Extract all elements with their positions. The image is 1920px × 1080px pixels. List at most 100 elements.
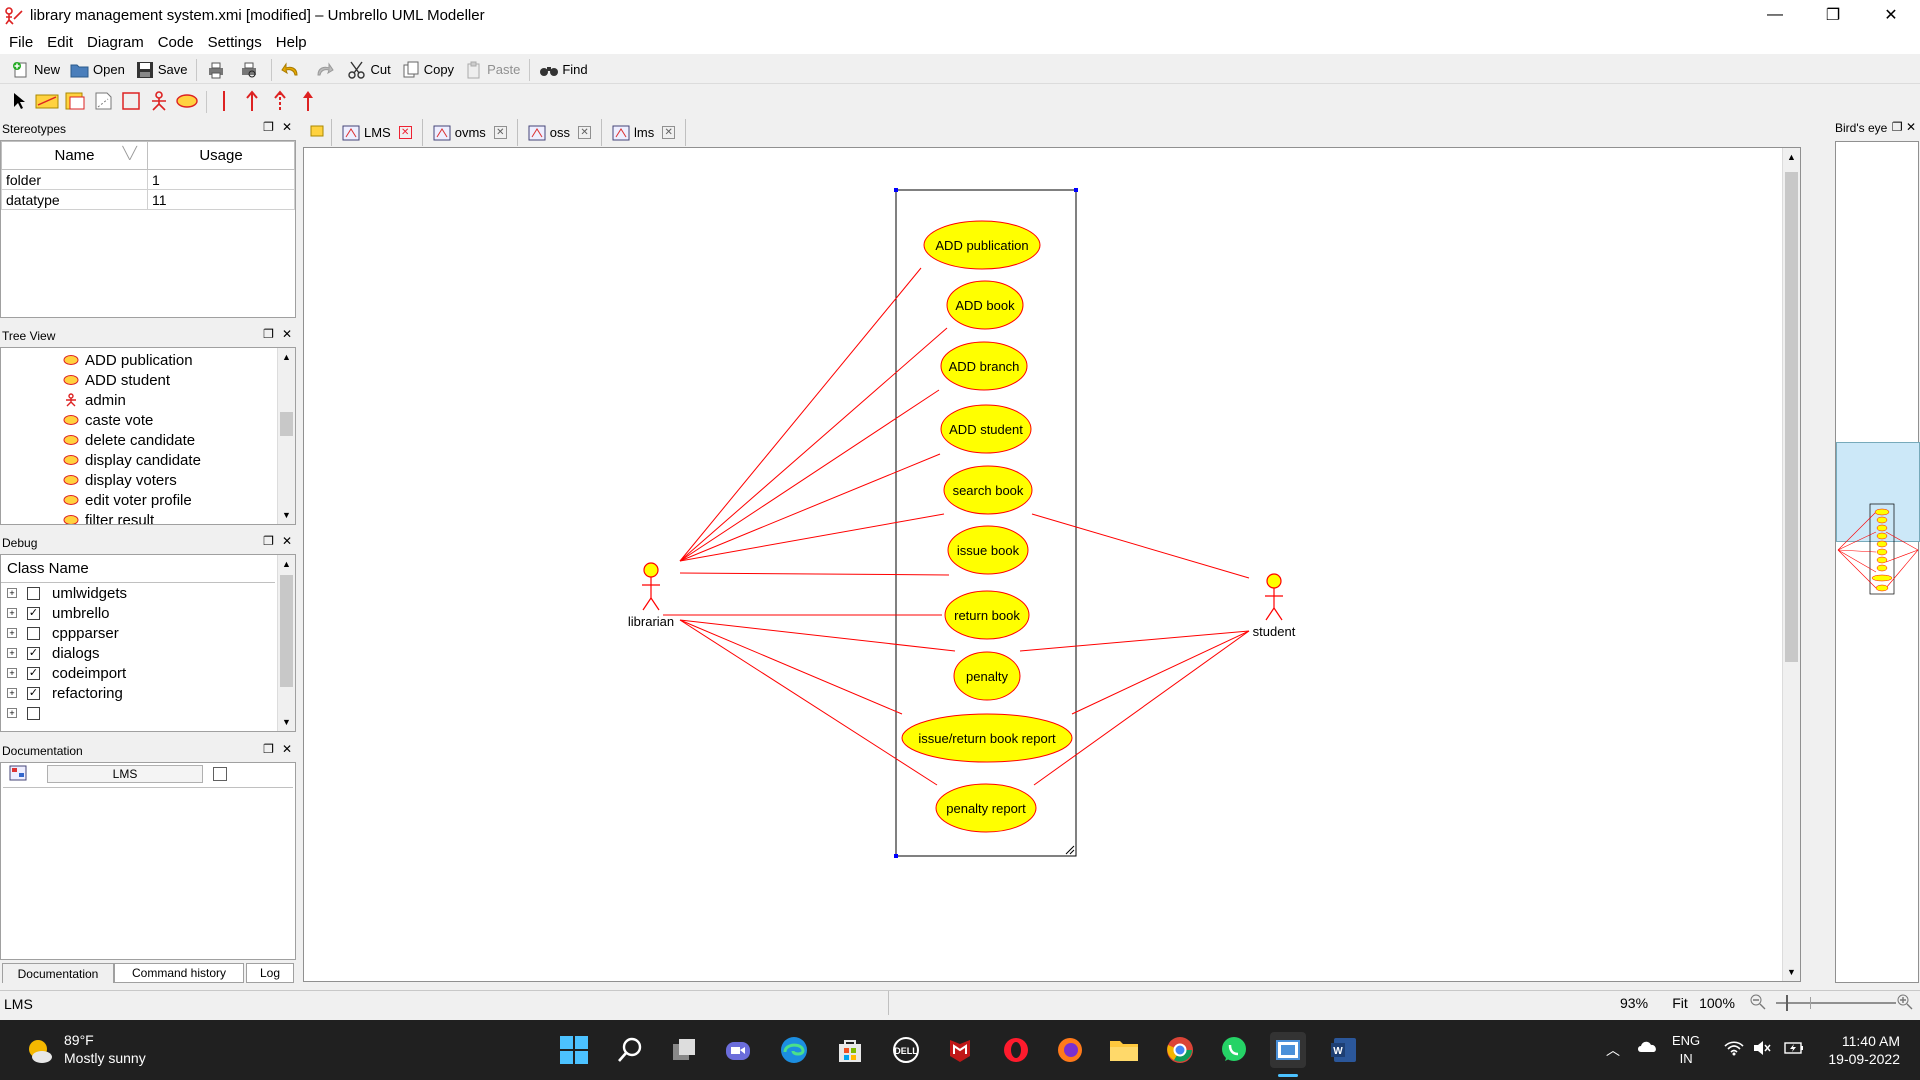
boundary-tool[interactable] xyxy=(118,89,144,115)
usecase-search-book[interactable] xyxy=(943,465,1033,515)
new-diagram-menu-button[interactable] xyxy=(302,119,332,146)
tree-scrollbar[interactable]: ▲ ▼ xyxy=(277,348,295,524)
anchor-tool[interactable] xyxy=(90,89,116,115)
tree-item[interactable]: delete candidate xyxy=(63,430,201,450)
menu-settings[interactable]: Settings xyxy=(207,33,262,51)
print-button[interactable] xyxy=(201,58,234,82)
tree-item[interactable]: display candidate xyxy=(63,450,201,470)
close-tab-icon[interactable]: ✕ xyxy=(662,126,676,139)
select-tool[interactable] xyxy=(6,89,32,115)
usecase-issue-book[interactable] xyxy=(947,525,1029,575)
canvas-scrollbar[interactable]: ▲ ▼ xyxy=(1782,148,1800,981)
expand-icon[interactable]: + xyxy=(7,668,17,678)
scroll-up-icon[interactable]: ▲ xyxy=(1787,152,1796,162)
close-tab-icon[interactable]: ✕ xyxy=(493,126,507,139)
scroll-down-icon[interactable]: ▼ xyxy=(282,510,291,520)
tab-diagram-lms-main[interactable]: LMS ✕ xyxy=(332,119,423,146)
column-header-name[interactable]: Name╲╱ xyxy=(1,141,148,170)
usecase-add-publication[interactable] xyxy=(923,220,1041,270)
mcafee-icon[interactable] xyxy=(942,1032,978,1068)
actor-student[interactable] xyxy=(1265,573,1283,621)
actor-librarian[interactable] xyxy=(642,562,660,611)
float-icon[interactable]: ❐ xyxy=(263,534,274,548)
edge-browser-icon[interactable] xyxy=(776,1032,812,1068)
expand-icon[interactable]: + xyxy=(7,688,17,698)
tree-item[interactable]: caste vote xyxy=(63,410,201,430)
close-tab-icon[interactable]: ✕ xyxy=(578,126,592,139)
debug-item[interactable]: +cppparser xyxy=(1,623,295,643)
tab-diagram-lms[interactable]: lms ✕ xyxy=(602,119,687,146)
table-row[interactable]: folder 1 xyxy=(1,169,295,190)
close-icon[interactable]: ✕ xyxy=(281,327,292,341)
umbrello-taskbar-icon[interactable] xyxy=(1270,1032,1306,1068)
paste-button[interactable]: Paste xyxy=(459,58,525,82)
association-line[interactable] xyxy=(1019,630,1250,652)
minimize-button[interactable]: — xyxy=(1767,6,1783,23)
checkbox-checked[interactable]: ✓ xyxy=(27,666,40,680)
system-clock[interactable]: 11:40 AM 19-09-2022 xyxy=(1820,1032,1900,1068)
battery-charging-icon[interactable] xyxy=(1784,1040,1804,1058)
file-explorer-icon[interactable] xyxy=(1106,1032,1142,1068)
tree-item[interactable]: ADD student xyxy=(63,370,201,390)
debug-item[interactable]: +✓codeimport xyxy=(1,663,295,683)
expand-icon[interactable]: + xyxy=(7,628,17,638)
microsoft-store-icon[interactable] xyxy=(832,1032,868,1068)
tab-command-history[interactable]: Command history xyxy=(114,963,244,983)
scroll-thumb[interactable] xyxy=(280,575,293,687)
float-icon[interactable]: ❐ xyxy=(263,120,274,134)
scroll-thumb[interactable] xyxy=(1785,172,1798,662)
task-view-icon[interactable] xyxy=(666,1032,702,1068)
usecase-tool[interactable] xyxy=(174,89,200,115)
actor-tool[interactable] xyxy=(146,89,172,115)
checkbox[interactable] xyxy=(27,626,40,640)
show-hidden-icons-icon[interactable]: ︿ xyxy=(1606,1042,1620,1058)
tree-item[interactable]: admin xyxy=(63,390,201,410)
association-line[interactable] xyxy=(679,389,940,562)
scroll-down-icon[interactable]: ▼ xyxy=(282,717,291,727)
save-button[interactable]: Save xyxy=(130,58,193,82)
association-line[interactable] xyxy=(1031,513,1250,579)
checkbox[interactable] xyxy=(27,706,40,720)
directed-association-tool[interactable] xyxy=(295,89,321,115)
scroll-down-icon[interactable]: ▼ xyxy=(1787,967,1796,977)
weather-sun-icon[interactable] xyxy=(22,1034,56,1068)
restore-button[interactable]: ❐ xyxy=(1825,7,1841,24)
expand-icon[interactable]: + xyxy=(7,608,17,618)
cut-button[interactable]: Cut xyxy=(342,58,395,82)
print-preview-button[interactable] xyxy=(234,58,267,82)
wifi-icon[interactable] xyxy=(1724,1040,1744,1058)
float-icon[interactable]: ❐ xyxy=(1891,120,1903,134)
language-indicator[interactable]: ENG IN xyxy=(1672,1033,1701,1066)
usecase-add-book[interactable] xyxy=(946,280,1024,330)
tab-log[interactable]: Log xyxy=(246,963,294,983)
zoom-in-icon[interactable] xyxy=(1894,993,1916,1013)
debug-scrollbar[interactable]: ▲ ▼ xyxy=(277,555,295,731)
undo-button[interactable] xyxy=(276,58,309,82)
zoom-100-button[interactable]: 100% xyxy=(1699,995,1735,1011)
diagram-canvas[interactable]: librarian student ADD publication ADD bo… xyxy=(303,147,1801,982)
association-line[interactable] xyxy=(679,619,938,786)
speaker-muted-icon[interactable] xyxy=(1752,1040,1772,1058)
slider-handle[interactable] xyxy=(1786,995,1788,1011)
note-tool[interactable] xyxy=(62,89,88,115)
tree-item[interactable]: ADD publication xyxy=(63,350,201,370)
usecase-add-student[interactable] xyxy=(940,404,1032,454)
documentation-checkbox[interactable] xyxy=(213,767,227,781)
documentation-name-field[interactable]: LMS xyxy=(47,765,203,783)
debug-item[interactable]: + xyxy=(1,703,295,723)
close-tab-icon[interactable]: ✕ xyxy=(398,126,412,139)
expand-icon[interactable]: + xyxy=(7,708,17,718)
expand-icon[interactable]: + xyxy=(7,588,17,598)
association-line[interactable] xyxy=(679,619,956,652)
redo-button[interactable] xyxy=(309,58,342,82)
opera-browser-icon[interactable] xyxy=(998,1032,1034,1068)
documentation-text-area[interactable] xyxy=(3,787,293,957)
debug-item[interactable]: +✓umbrello xyxy=(1,603,295,623)
tab-diagram-oss[interactable]: oss ✕ xyxy=(518,119,603,146)
menu-code[interactable]: Code xyxy=(157,33,194,51)
zoom-fit-button[interactable]: Fit xyxy=(1672,995,1688,1011)
checkbox-checked[interactable]: ✓ xyxy=(27,686,40,700)
close-icon[interactable]: ✕ xyxy=(281,120,292,134)
word-icon[interactable]: W xyxy=(1326,1032,1362,1068)
scroll-thumb[interactable] xyxy=(280,412,293,436)
